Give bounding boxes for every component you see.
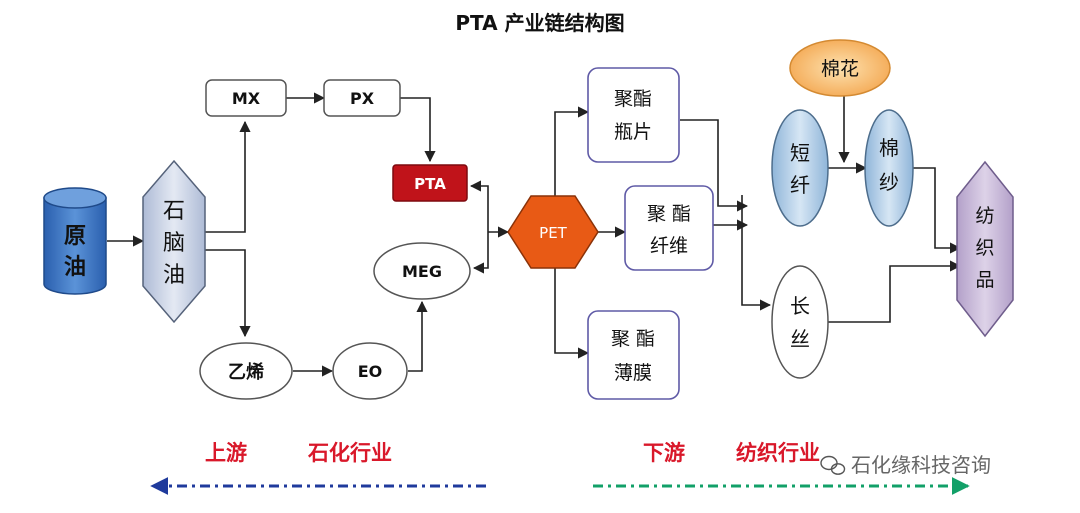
meg-label: MEG [402, 262, 442, 281]
crude-label-1: 原 [64, 224, 86, 249]
crude-label-2: 油 [64, 255, 86, 280]
textile-industry-label: 纺织行业 [736, 441, 820, 465]
edge-naphtha-mx [205, 120, 251, 233]
edge-pet-pta [469, 180, 489, 232]
fiber-label-2: 纤维 [650, 235, 688, 257]
node-polyester-film: 聚 酯 薄膜 [587, 310, 680, 400]
textile-label-3: 品 [975, 269, 994, 291]
textile-label-2: 织 [975, 237, 994, 259]
filament-label-2: 丝 [790, 327, 810, 351]
node-meg: MEG [373, 242, 471, 300]
edge-pet-film [554, 264, 590, 359]
naphtha-label-2: 脑 [163, 231, 185, 256]
pta-label: PTA [414, 175, 446, 193]
node-staple-fiber: 短 纤 [771, 109, 829, 227]
mx-label: MX [232, 89, 261, 108]
edge-chip-staple [680, 119, 749, 212]
cotton-label: 棉花 [821, 58, 859, 80]
node-polyester-fiber: 聚 酯 纤维 [624, 185, 714, 271]
node-cotton: 棉花 [789, 39, 891, 97]
petrochem-label: 石化行业 [307, 441, 392, 465]
eo-label: EO [358, 362, 383, 381]
naphtha-label-3: 油 [163, 263, 185, 288]
fiber-label-1: 聚 酯 [647, 203, 691, 225]
node-crude-oil: 原 油 [43, 187, 107, 295]
diagram-title: PTA 产业链结构图 [455, 11, 624, 35]
edge-pet-chip [554, 106, 590, 200]
film-label-2: 薄膜 [614, 362, 652, 384]
downstream-label: 下游 [643, 441, 685, 465]
node-px: PX [323, 79, 401, 117]
node-pet: PET [507, 195, 599, 269]
px-label: PX [350, 89, 375, 108]
edge-fiber-filament [741, 195, 772, 311]
node-pta: PTA [392, 164, 468, 202]
chip-label-1: 聚酯 [614, 88, 652, 110]
film-label-1: 聚 酯 [611, 328, 655, 350]
edge-yarn-textile [912, 167, 962, 254]
node-naphtha: 石 脑 油 [142, 159, 206, 324]
filament-label-1: 长 [790, 294, 810, 318]
yarn-label-1: 棉 [879, 136, 899, 160]
node-polyester-chip: 聚酯 瓶片 [587, 67, 680, 163]
edge-px-pta [400, 97, 436, 163]
yarn-label-2: 纱 [879, 170, 899, 194]
chip-label-2: 瓶片 [614, 121, 652, 143]
watermark: 石化缘科技咨询 [820, 453, 991, 477]
watermark-text: 石化缘科技咨询 [851, 453, 991, 477]
node-eo: EO [332, 342, 408, 400]
edge-pet-meg [472, 232, 489, 274]
node-cotton-yarn: 棉 纱 [864, 109, 914, 227]
ethylene-label: 乙烯 [228, 361, 264, 383]
node-textiles: 纺 织 品 [956, 160, 1014, 338]
edge-filament-textile [828, 260, 962, 323]
pet-label: PET [539, 224, 568, 242]
staple-label-2: 纤 [790, 173, 810, 197]
staple-label-1: 短 [790, 141, 810, 165]
edge-naphtha-ethylene [205, 249, 251, 338]
node-filament: 长 丝 [771, 265, 829, 379]
connectors [107, 92, 962, 377]
node-ethylene: 乙烯 [199, 342, 293, 400]
wechat-icon [820, 455, 846, 475]
naphtha-label-1: 石 [163, 199, 185, 224]
edge-eo-meg [408, 300, 428, 372]
upstream-label: 上游 [205, 441, 247, 465]
textile-label-1: 纺 [975, 205, 994, 227]
node-mx: MX [205, 79, 287, 117]
